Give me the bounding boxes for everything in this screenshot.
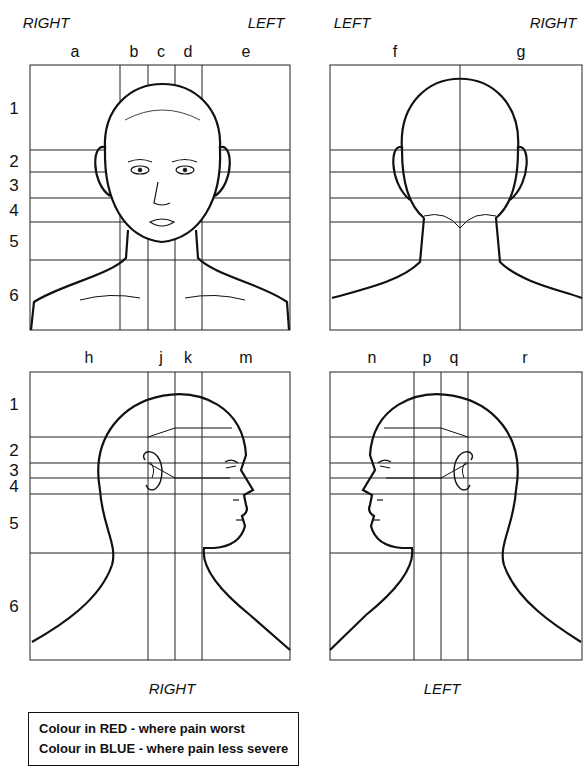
column-letter: f — [393, 44, 397, 60]
grid-lines — [30, 372, 290, 660]
grid-lines — [330, 372, 582, 660]
view-label: LEFT — [334, 15, 371, 30]
column-letter: p — [423, 350, 432, 366]
row-number: 3 — [9, 462, 18, 479]
legend-box: Colour in RED - where pain worstColour i… — [28, 712, 299, 766]
row-number: 5 — [9, 233, 18, 250]
front-head — [31, 84, 289, 330]
legend-text: Colour in BLUE - where pain less severe — [39, 739, 288, 759]
column-letter: m — [239, 350, 252, 366]
row-number: 2 — [9, 153, 18, 170]
row-number: 4 — [9, 202, 18, 219]
column-letter: j — [159, 350, 163, 366]
grid-panel — [330, 372, 582, 660]
grid-panel — [30, 65, 290, 330]
row-number: 4 — [9, 478, 18, 495]
column-letter: d — [184, 44, 193, 60]
column-letter: c — [157, 44, 165, 60]
grid-panel — [30, 372, 290, 660]
grid-lines — [30, 65, 290, 330]
back-head — [332, 79, 582, 298]
column-letter: h — [85, 350, 94, 366]
row-number: 1 — [9, 100, 18, 117]
view-label: RIGHT — [149, 681, 196, 696]
view-label: RIGHT — [23, 15, 70, 30]
column-letter: r — [522, 350, 527, 366]
row-number: 2 — [9, 442, 18, 459]
side-head — [330, 394, 581, 650]
view-label: LEFT — [424, 681, 461, 696]
column-letter: g — [517, 44, 526, 60]
legend-text: Colour in RED - where pain worst — [39, 719, 288, 739]
grid-panel — [330, 65, 582, 330]
column-letter: n — [368, 350, 377, 366]
row-number: 5 — [9, 515, 18, 532]
column-letter: k — [184, 350, 192, 366]
column-letter: a — [71, 44, 80, 60]
grid-lines — [330, 65, 582, 330]
view-label: LEFT — [248, 15, 285, 30]
column-letter: b — [130, 44, 139, 60]
row-number: 6 — [9, 287, 18, 304]
column-letter: e — [242, 44, 251, 60]
row-number: 6 — [9, 598, 18, 615]
view-label: RIGHT — [530, 15, 577, 30]
row-number: 1 — [9, 396, 18, 413]
row-number: 3 — [9, 177, 18, 194]
side-head — [32, 394, 290, 650]
column-letter: q — [450, 350, 459, 366]
